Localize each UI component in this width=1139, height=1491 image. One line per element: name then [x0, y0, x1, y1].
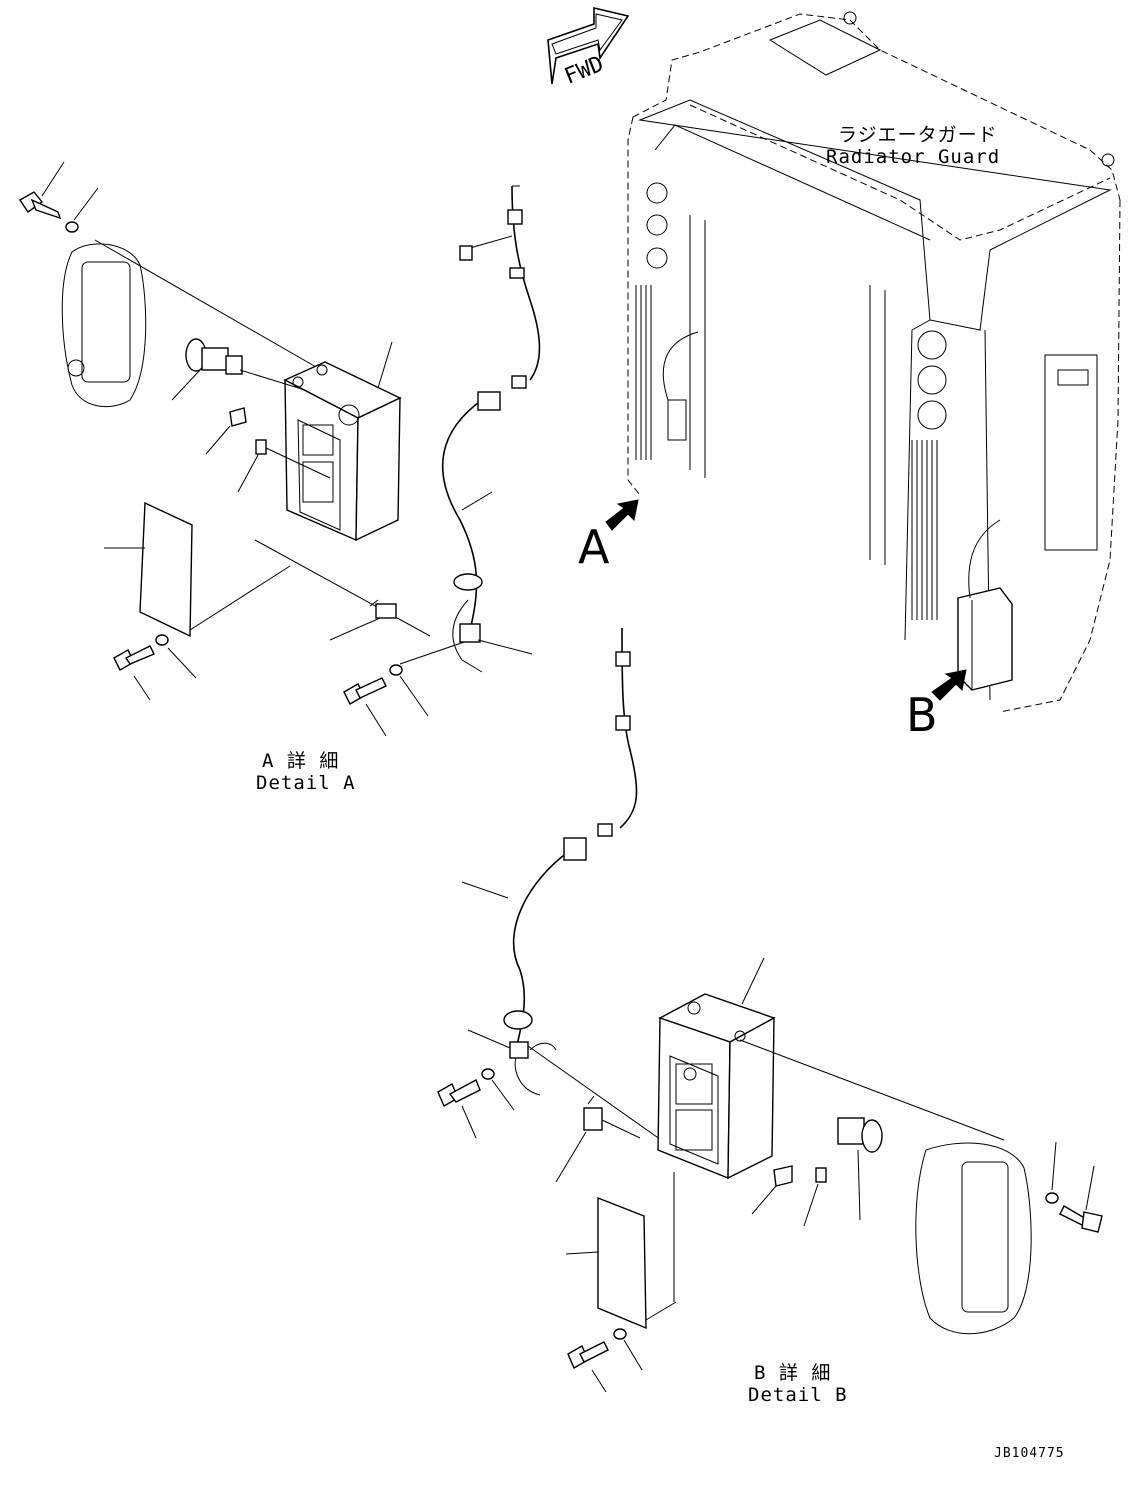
detail-b-label-ja: B 詳 細 [754, 1362, 832, 1384]
radiator-guard-label-ja: ラジエータガード [838, 124, 998, 146]
cover-plate-b [565, 1172, 677, 1330]
vent-slots [635, 285, 938, 620]
washer-icon [389, 639, 471, 717]
screw-icon [803, 1167, 827, 1227]
toggle-switch-icon [329, 599, 397, 641]
detail-a-label-ja: A 詳 細 [262, 750, 340, 772]
bolt-icon [567, 1341, 609, 1393]
bolt-icon [1059, 1165, 1103, 1233]
label-plate-icon [773, 1165, 793, 1187]
callout-b-arrow-icon [931, 669, 967, 701]
bolt-icon [343, 677, 387, 737]
wire-harness-a [441, 185, 541, 673]
switch-bracket-a [283, 341, 402, 542]
washer-icon [155, 634, 197, 679]
detail-b-group [437, 627, 1103, 1393]
radiator-guard-label-en: Radiator Guard [826, 146, 1001, 168]
callout-a-arrow-icon [605, 499, 639, 531]
fwd-arrow-icon: FWD [547, 6, 630, 90]
wire-harness-b [461, 627, 665, 1143]
rotary-switch-icon [171, 338, 306, 401]
screw-icon [237, 439, 331, 493]
switch-box-b-small [957, 519, 1013, 691]
callout-a-label: A [578, 520, 611, 574]
callout-b-label: B [906, 688, 939, 742]
label-plate-icon [229, 407, 247, 427]
washer-icon [65, 187, 99, 233]
bolt-icon [19, 161, 65, 220]
washer-icon [481, 1068, 515, 1111]
washer-icon [613, 1328, 643, 1371]
cover-plate-a [104, 501, 431, 638]
grille-louvers [689, 215, 886, 565]
bolt-icon [437, 1079, 481, 1139]
document-id: JB104775 [994, 1446, 1065, 1461]
radiator-guard-assembly [627, 11, 1121, 713]
detail-a-label-en: Detail A [256, 772, 356, 794]
bolt-icon [113, 645, 155, 701]
switch-bracket-b [657, 957, 1005, 1180]
detail-a-group [19, 161, 541, 737]
detail-b-label-en: Detail B [748, 1384, 848, 1406]
washer-icon [1045, 1141, 1059, 1204]
toggle-switch-icon [555, 1095, 641, 1183]
rotary-switch-icon [837, 1117, 883, 1221]
